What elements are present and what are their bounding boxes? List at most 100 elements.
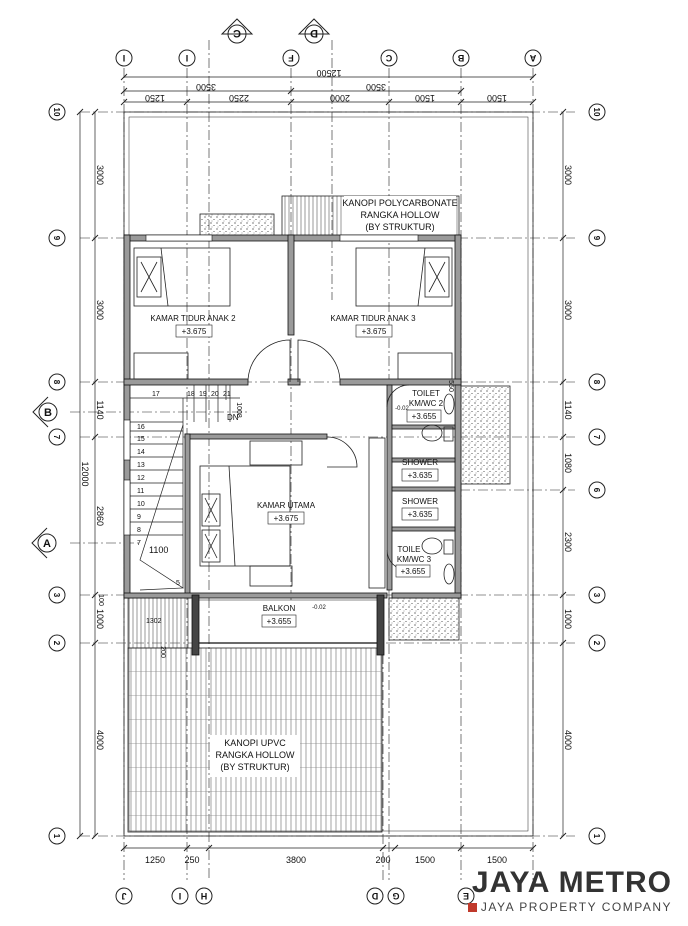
svg-text:15: 15 — [137, 436, 145, 443]
grid-bubble: 9 — [48, 229, 66, 247]
room-level-balkon: +3.655 — [267, 617, 292, 626]
bdim-4: 200 — [375, 855, 390, 865]
svg-text:8: 8 — [52, 380, 61, 385]
misc-dimension-texts: 1302 200 100 550 — [97, 380, 454, 658]
svg-text:8: 8 — [137, 527, 141, 534]
left-dimension-texts: 3000 3000 1140 2860 1000 4000 12000 — [80, 165, 105, 750]
room-level-shower2: +3.635 — [408, 510, 433, 519]
rdim-7: 4000 — [563, 730, 573, 750]
svg-text:1: 1 — [592, 834, 601, 839]
grid-bubble: I — [115, 49, 133, 67]
grid-bubble: 3 — [48, 586, 66, 604]
grid-bubble: 8 — [588, 373, 606, 391]
ldim-6: 4000 — [95, 730, 105, 750]
rdim-5: 2300 — [563, 532, 573, 552]
svg-text:C: C — [233, 27, 241, 39]
room-name-balkon: BALKON — [263, 604, 296, 613]
grid-bubble: 2 — [48, 634, 66, 652]
ldim-1: 3000 — [95, 165, 105, 185]
grid-bubbles-bottom: J I H D G E — [115, 887, 475, 905]
section-marker-c: C — [220, 18, 254, 44]
stairs — [130, 385, 240, 591]
svg-text:16: 16 — [137, 424, 145, 431]
section-markers: C D B A — [31, 18, 331, 559]
room-labels: KAMAR TIDUR ANAK 2 +3.675 KAMAR TIDUR AN… — [150, 314, 444, 628]
svg-text:KANOPI POLYCARBONATE: KANOPI POLYCARBONATE — [342, 198, 457, 208]
overall-dim: 12500 — [316, 68, 341, 78]
svg-text:D: D — [371, 891, 378, 901]
planter-right — [459, 385, 511, 485]
svg-text:1302: 1302 — [146, 618, 162, 625]
rdim-2: 3000 — [563, 300, 573, 320]
bdim-3: 3800 — [286, 855, 306, 865]
room-name-shower1: SHOWER — [402, 458, 438, 467]
grid-bubble: A — [524, 49, 542, 67]
svg-text:B: B — [44, 407, 52, 419]
svg-text:F: F — [288, 53, 294, 63]
bottom-dimension-texts: 1250 250 3800 200 1500 1500 — [145, 855, 507, 865]
grid-bubble: I — [171, 887, 189, 905]
room-name-toilet2: TOILET — [412, 389, 440, 398]
svg-text:10: 10 — [52, 108, 61, 117]
svg-text:3: 3 — [52, 593, 61, 598]
svg-text:G: G — [392, 891, 399, 901]
brand-subtitle-text: JAYA PROPERTY COMPANY — [480, 900, 672, 914]
dimension-lines — [76, 73, 567, 852]
svg-text:J: J — [121, 891, 126, 901]
canopy-label-bg — [344, 196, 456, 236]
svg-text:RANGKA HOLLOW: RANGKA HOLLOW — [215, 750, 295, 760]
svg-text:H: H — [201, 891, 208, 901]
canopy-bottom-label: KANOPI UPVC RANGKA HOLLOW (BY STRUKTUR) — [215, 738, 295, 772]
dim-seg-5: 1500 — [487, 93, 507, 103]
grid-bubble: J — [115, 887, 133, 905]
bdim-6: 1500 — [487, 855, 507, 865]
room-sub-toilet2: KM/WC 2 — [409, 399, 444, 408]
bdim-5: 1500 — [415, 855, 435, 865]
svg-text:A: A — [43, 538, 51, 550]
stairs-dn: DN — [227, 413, 239, 422]
planter-top — [199, 213, 275, 239]
stairs-width: 1100 — [149, 545, 168, 555]
svg-text:200: 200 — [159, 646, 166, 658]
ldim-2: 3000 — [95, 300, 105, 320]
section-marker-b: B — [32, 396, 58, 428]
wardrobe-icon — [133, 352, 189, 380]
svg-text:19: 19 — [199, 391, 207, 398]
svg-text:21: 21 — [223, 391, 231, 398]
svg-text:10: 10 — [137, 501, 145, 508]
toilet-icon — [421, 537, 443, 555]
grid-bubble: 1 — [48, 827, 66, 845]
svg-text:I: I — [186, 53, 189, 63]
svg-text:A: A — [529, 53, 536, 63]
dim-seg-4: 1500 — [415, 93, 435, 103]
svg-text:18: 18 — [187, 391, 195, 398]
grid-bubble: I — [178, 49, 196, 67]
rdim-3: 1140 — [563, 400, 573, 419]
svg-text:RANGKA HOLLOW: RANGKA HOLLOW — [360, 210, 440, 220]
room-sub-toilet3: KM/WC 3 — [397, 555, 432, 564]
canopy-upvc-label-bg — [210, 735, 300, 777]
grid-bubble: 10 — [588, 103, 606, 121]
room-name-toilet3: TOILE — [398, 545, 421, 554]
svg-text:(BY STRUKTUR): (BY STRUKTUR) — [365, 222, 434, 232]
dim-seg-1: 1250 — [145, 93, 165, 103]
grid-bubble: 10 — [48, 103, 66, 121]
room-level-shower1: +3.635 — [408, 471, 433, 480]
toilet-icon — [421, 424, 443, 442]
canopy-top-label: KANOPI POLYCARBONATE RANGKA HOLLOW (BY S… — [342, 198, 457, 232]
grid-bubble: B — [452, 49, 470, 67]
svg-text:11: 11 — [137, 488, 144, 495]
section-marker-a: A — [31, 527, 57, 559]
toilet2-step: -0.02 — [395, 406, 409, 412]
grid-bubble: E — [457, 887, 475, 905]
svg-text:7: 7 — [137, 540, 141, 547]
brand-mark-icon — [467, 903, 477, 913]
svg-text:17: 17 — [152, 391, 160, 398]
section-marker-d: D — [297, 18, 331, 44]
grid-bubble: 7 — [588, 428, 606, 446]
svg-text:1: 1 — [52, 834, 61, 839]
stairs-bottom-step: 5 — [176, 580, 180, 587]
svg-text:100: 100 — [97, 594, 104, 606]
rdim-1: 3000 — [563, 165, 573, 185]
